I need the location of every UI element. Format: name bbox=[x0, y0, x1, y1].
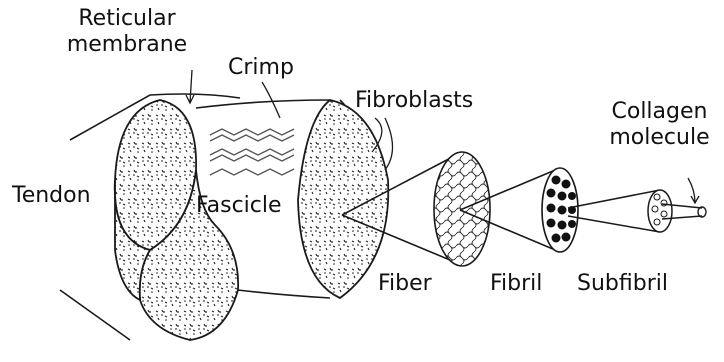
crimp-waves bbox=[210, 129, 294, 175]
fascicle-label: Fascicle bbox=[196, 193, 282, 219]
subfibril bbox=[568, 190, 672, 232]
collagen-molecule-label-line1: Collagen bbox=[597, 99, 722, 125]
reticular-membrane-label-line1: Reticular bbox=[52, 6, 202, 32]
reticular-membrane-label-line2: membrane bbox=[52, 32, 202, 58]
collagen-molecule-label: Collagen molecule bbox=[597, 99, 722, 152]
fascicle-cross-section bbox=[298, 100, 388, 298]
fiber-label: Fiber bbox=[378, 271, 432, 297]
tendon-label: Tendon bbox=[12, 183, 91, 209]
subfibril-label: Subfibril bbox=[577, 271, 668, 297]
fibril-label: Fibril bbox=[490, 271, 542, 297]
crimp-label: Crimp bbox=[228, 55, 294, 81]
reticular-membrane-label: Reticular membrane bbox=[52, 6, 202, 59]
fibroblasts-label: Fibroblasts bbox=[355, 88, 473, 114]
collagen-molecule-label-line2: molecule bbox=[597, 125, 722, 151]
